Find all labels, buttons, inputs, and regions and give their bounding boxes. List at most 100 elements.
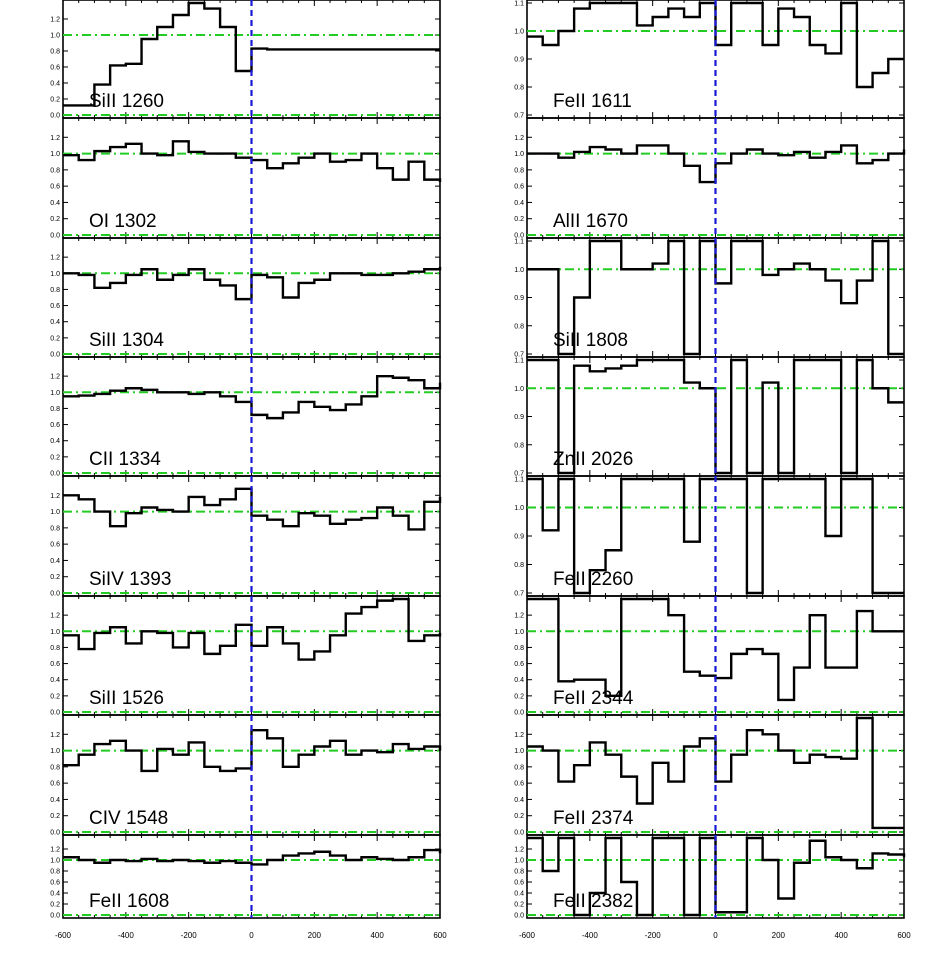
y-tick-label: 0.8 (514, 85, 524, 92)
panel-label: AlII 1670 (553, 211, 628, 232)
y-tick-label: 0.0 (50, 830, 60, 837)
y-tick-label: 0.4 (50, 200, 60, 207)
y-tick-label: 0.2 (50, 693, 60, 700)
y-tick-label: 0.2 (50, 454, 60, 461)
y-tick-label: 1.0 (50, 629, 60, 636)
y-tick-label: 0.6 (514, 880, 524, 887)
spectrum-series (527, 239, 904, 356)
y-tick-label: 1.2 (514, 732, 524, 739)
y-tick-label: 1.2 (50, 613, 60, 620)
spectrum-series (63, 140, 442, 183)
spectrum-series (63, 597, 442, 661)
y-tick-label: 1.0 (50, 509, 60, 516)
y-tick-label: 0.8 (514, 442, 524, 449)
y-tick-label: 1.2 (50, 374, 60, 381)
y-tick-label: 0.6 (514, 184, 524, 191)
y-tick-label: 0.7 (514, 352, 524, 359)
panel-label: CIV 1548 (89, 808, 168, 829)
y-tick-label: 0.7 (514, 591, 524, 598)
y-tick-label: 0.8 (50, 645, 60, 652)
y-tick-label: 1.0 (514, 748, 524, 755)
y-tick-label: 1.1 (514, 239, 524, 246)
y-tick-label: 0.2 (50, 902, 60, 909)
panel-oi-1302: 0.00.20.40.60.81.01.2OI 1302 (50, 117, 442, 240)
y-tick-label: 0.0 (50, 233, 60, 240)
y-tick-label: 0.4 (514, 797, 524, 804)
y-tick-label: 0.2 (50, 813, 60, 820)
y-tick-label: 0.0 (50, 471, 60, 478)
spectrum-series (63, 848, 442, 866)
y-tick-label: 0.9 (514, 534, 524, 541)
y-tick-label: 0.7 (514, 113, 524, 120)
y-tick-label: 0.8 (50, 869, 60, 876)
panel-label: FeII 1608 (89, 891, 169, 912)
y-tick-label: 0.4 (514, 677, 524, 684)
x-tick-label: -200 (645, 931, 662, 940)
y-tick-label: 0.0 (514, 830, 524, 837)
y-tick-label: 0.6 (50, 303, 60, 310)
panel-label: CII 1334 (89, 449, 161, 470)
x-tick-label: -400 (582, 931, 599, 940)
y-tick-label: 0.0 (514, 233, 524, 240)
y-tick-label: 1.1 (514, 477, 524, 484)
y-tick-label: 1.0 (50, 151, 60, 158)
y-tick-label: 1.0 (50, 33, 60, 40)
x-tick-label: -200 (181, 931, 198, 940)
y-tick-label: 0.0 (514, 710, 524, 717)
y-tick-label: 0.6 (50, 184, 60, 191)
y-tick-label: 0.9 (514, 414, 524, 421)
panel-label: SiII 1304 (89, 330, 164, 351)
y-tick-label: 0.0 (50, 352, 60, 359)
y-tick-label: 1.0 (514, 858, 524, 865)
y-tick-label: 0.8 (50, 287, 60, 294)
y-tick-label: 1.0 (50, 748, 60, 755)
y-tick-label: 0.6 (514, 661, 524, 668)
y-tick-label: 1.2 (514, 613, 524, 620)
y-tick-label: 0.0 (514, 913, 524, 920)
x-tick-label: -600 (519, 931, 536, 940)
y-tick-label: 1.0 (514, 629, 524, 636)
y-tick-label: 1.0 (50, 390, 60, 397)
y-tick-label: 0.6 (514, 781, 524, 788)
y-tick-label: 0.2 (514, 902, 524, 909)
y-tick-label: 0.4 (50, 558, 60, 565)
x-tick-label: 0 (713, 931, 718, 940)
y-tick-label: 0.0 (50, 113, 60, 120)
y-tick-label: 1.0 (514, 151, 524, 158)
y-tick-label: 0.4 (50, 891, 60, 898)
panel-label: FeII 2260 (553, 569, 633, 590)
x-tick-label: 600 (433, 931, 447, 940)
y-tick-label: 0.4 (50, 677, 60, 684)
y-tick-label: 0.4 (514, 200, 524, 207)
y-tick-label: 0.6 (50, 542, 60, 549)
y-tick-label: 0.8 (514, 645, 524, 652)
x-tick-label: 0 (249, 931, 254, 940)
x-tick-label: 400 (370, 931, 384, 940)
y-tick-label: 1.2 (50, 255, 60, 262)
spectrum-series (527, 477, 904, 595)
x-tick-label: 200 (308, 931, 322, 940)
panel-label: FeII 2344 (553, 688, 634, 709)
y-tick-label: 1.2 (50, 493, 60, 500)
y-tick-label: 0.9 (514, 295, 524, 302)
y-tick-label: 0.6 (50, 65, 60, 72)
spectrum-series (527, 597, 904, 702)
y-tick-label: 0.2 (514, 813, 524, 820)
panel-label: SiII 1260 (89, 91, 164, 112)
y-tick-label: 1.2 (50, 732, 60, 739)
panel-label: FeII 2382 (553, 891, 633, 912)
y-tick-label: 0.0 (50, 710, 60, 717)
panel-label: FeII 2374 (553, 808, 634, 829)
